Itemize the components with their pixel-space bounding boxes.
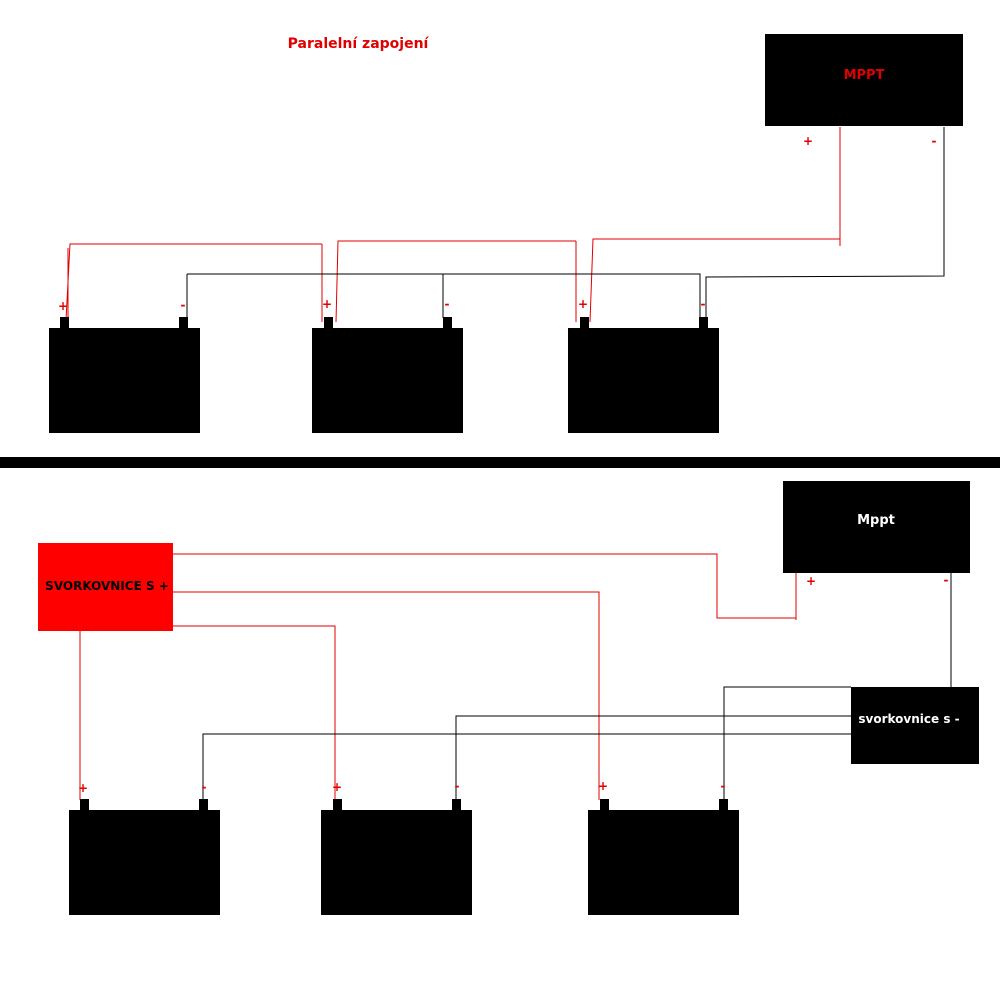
battery-body <box>69 810 220 915</box>
battery-minus-sign: - <box>181 298 186 312</box>
battery-body <box>49 328 200 433</box>
bottom-red-wire <box>173 591 600 800</box>
battery-plus-sign: + <box>578 297 588 311</box>
bottom-battery-3: + - <box>588 779 739 915</box>
battery-minus-terminal <box>719 799 728 811</box>
battery-minus-sign: - <box>721 779 726 793</box>
bottom-red-wires <box>79 553 797 800</box>
battery-plus-sign: + <box>598 779 608 793</box>
bottom-red-wire <box>173 625 336 800</box>
battery-plus-terminal <box>333 799 342 811</box>
top-black-wire <box>187 273 701 318</box>
battery-minus-sign: - <box>202 780 207 794</box>
bottom-black-wire <box>202 733 851 800</box>
bottom-battery-1: + - <box>69 780 220 915</box>
battery-plus-terminal <box>580 317 589 329</box>
battery-minus-sign: - <box>445 297 450 311</box>
battery-minus-sign: - <box>701 297 706 311</box>
bottom-black-wire <box>455 715 851 800</box>
bottom-mppt-minus-sign: - <box>944 573 949 587</box>
battery-minus-terminal <box>179 317 188 329</box>
battery-minus-sign: - <box>455 779 460 793</box>
battery-plus-sign: + <box>332 780 342 794</box>
bottom-mppt-box <box>783 481 970 573</box>
top-mppt-plus-sign: + <box>803 134 813 148</box>
top-battery-3: + - <box>568 297 719 433</box>
top-battery-2: + - <box>312 297 463 433</box>
battery-plus-terminal <box>324 317 333 329</box>
battery-plus-terminal <box>600 799 609 811</box>
top-black-wires <box>186 127 945 318</box>
battery-minus-terminal <box>452 799 461 811</box>
battery-plus-terminal <box>80 799 89 811</box>
top-red-wires <box>65 127 841 323</box>
top-black-wire <box>705 127 945 318</box>
minus-terminal-label: svorkovnice s - <box>858 712 959 726</box>
battery-body <box>588 810 739 915</box>
battery-plus-sign: + <box>58 299 68 313</box>
bottom-section: Mppt + - SVORKOVNICE S + svorkovnice s - <box>38 481 979 915</box>
bottom-mppt-plus-sign: + <box>806 574 816 588</box>
battery-plus-terminal <box>60 317 69 329</box>
battery-plus-sign: + <box>78 781 88 795</box>
battery-minus-terminal <box>699 317 708 329</box>
top-battery-1: + - <box>49 298 200 433</box>
top-red-wire <box>335 240 576 323</box>
page-title: Paralelní zapojení <box>288 36 430 52</box>
top-mppt-box <box>765 34 963 126</box>
top-mppt-minus-sign: - <box>932 134 937 148</box>
bottom-mppt-label: Mppt <box>857 513 895 528</box>
bottom-battery-2: + - <box>321 779 472 915</box>
top-mppt-label: MPPT <box>844 68 885 83</box>
section-divider <box>0 457 1000 468</box>
battery-body <box>321 810 472 915</box>
battery-minus-terminal <box>199 799 208 811</box>
battery-minus-terminal <box>443 317 452 329</box>
top-section: MPPT + - + - <box>49 34 963 433</box>
battery-plus-sign: + <box>322 297 332 311</box>
bottom-black-wire <box>723 686 851 800</box>
bottom-red-wire <box>173 553 796 619</box>
bottom-black-wires <box>202 573 952 800</box>
plus-terminal-block <box>38 543 173 631</box>
plus-terminal-label: SVORKOVNICE S + <box>45 579 169 593</box>
battery-body <box>568 328 719 433</box>
battery-body <box>312 328 463 433</box>
top-red-wire <box>589 238 840 323</box>
top-red-wire <box>65 243 322 321</box>
minus-terminal-block <box>851 687 979 764</box>
